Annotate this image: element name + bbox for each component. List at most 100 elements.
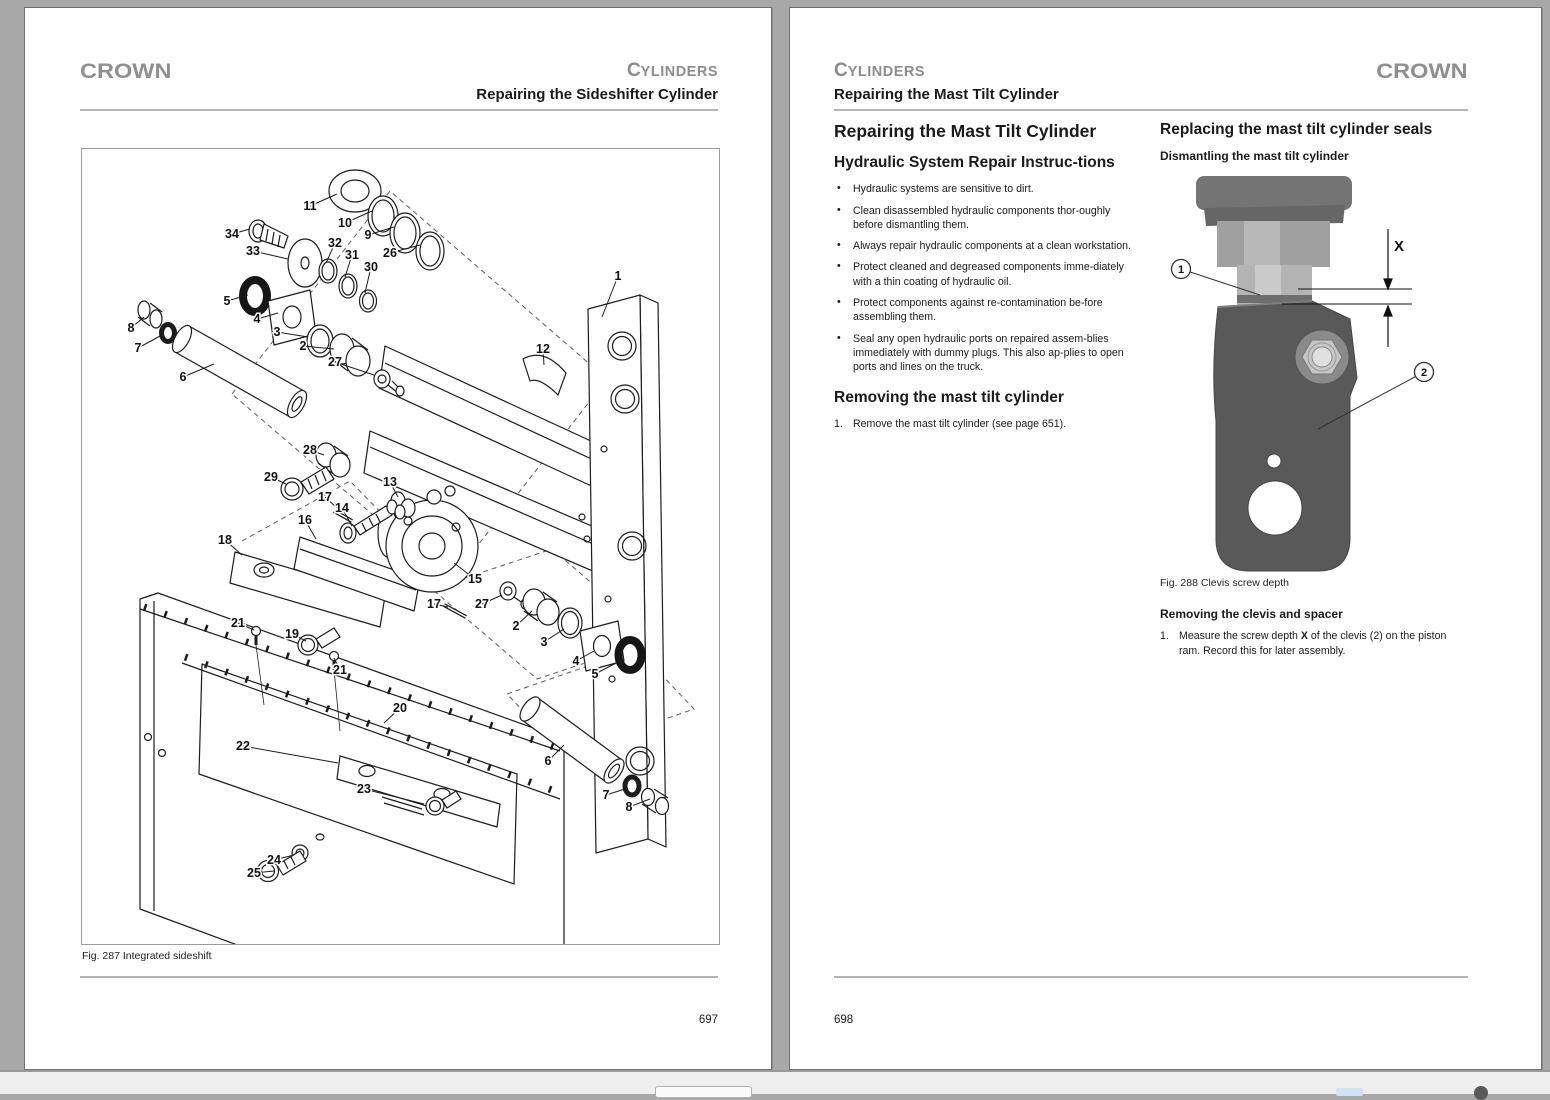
callout-number: 28 xyxy=(303,443,317,457)
callout-number: 34 xyxy=(225,227,239,241)
page-number: 698 xyxy=(834,1014,854,1026)
callout-number: 12 xyxy=(536,342,550,356)
callout-number: 7 xyxy=(135,341,142,355)
bullet-item: Hydraulic systems are sensitive to dirt. xyxy=(834,181,1140,196)
bullet-item: Seal any open hydraulic ports on repaire… xyxy=(834,331,1140,375)
callout-number: 13 xyxy=(383,475,397,489)
heading-removing-clevis: Removing the clevis and spacer xyxy=(1160,607,1343,622)
page-title: Repairing the Mast Tilt Cylinder xyxy=(834,86,1059,103)
callout-number: 7 xyxy=(603,788,610,802)
page-number: 697 xyxy=(698,1014,718,1026)
callout-number: 21 xyxy=(333,663,347,677)
step-text: Remove the mast tilt cylinder (see page … xyxy=(853,417,1067,430)
callout-number: 17 xyxy=(427,597,441,611)
callout-number: 32 xyxy=(328,236,342,250)
section-header: CYLINDERS xyxy=(627,60,718,82)
callout-number: 27 xyxy=(475,597,489,611)
callout-number: 4 xyxy=(254,312,261,326)
heading-dismantling: Dismantling the mast tilt cylinder xyxy=(1160,149,1349,164)
callout-number: 21 xyxy=(231,616,245,630)
callout-number: 22 xyxy=(236,739,250,753)
callout-number: 1 xyxy=(615,269,622,283)
crown-logo: CROWN xyxy=(80,60,172,83)
callout-number: 4 xyxy=(573,654,580,668)
callout-number: 15 xyxy=(468,572,482,586)
callout-number: 19 xyxy=(285,627,299,641)
selection-hint[interactable] xyxy=(1336,1088,1363,1096)
section-header: CYLINDERS xyxy=(834,60,925,82)
callout-number: 27 xyxy=(328,355,342,369)
figure-288-callouts: 12 xyxy=(1170,259,1435,430)
callout-number: 3 xyxy=(541,635,548,649)
section-rest: YLINDERS xyxy=(640,64,718,80)
callout-number: 18 xyxy=(218,533,232,547)
callout-number: 17 xyxy=(318,490,332,504)
callout-number: 3 xyxy=(274,325,281,339)
manual-page-right: CYLINDERS Repairing the Mast Tilt Cylind… xyxy=(789,7,1542,1070)
footer-rule xyxy=(80,976,718,978)
section-rest: YLINDERS xyxy=(847,64,926,80)
callout-number: 2 xyxy=(300,339,307,353)
callout-number: 11 xyxy=(303,199,316,213)
heading-repairing-mast-tilt: Repairing the Mast Tilt Cylinder xyxy=(834,121,1097,141)
page-indicator-box[interactable] xyxy=(655,1086,752,1098)
section-initial: C xyxy=(834,60,848,81)
figure-288-caption: Fig. 288 Clevis screw depth xyxy=(1160,577,1289,590)
figure-287-caption: Fig. 287 Integrated sideshift xyxy=(82,950,212,962)
callout-number: 6 xyxy=(545,754,552,768)
callout-number: 9 xyxy=(365,228,372,242)
callout-number: 14 xyxy=(335,501,349,515)
bullet-item: Protect components against re-contaminat… xyxy=(834,295,1140,325)
step-number: 1. xyxy=(1160,630,1169,643)
bullet-item: Protect cleaned and degreased components… xyxy=(834,259,1140,289)
viewer-bottom-bar xyxy=(0,1070,1550,1100)
header-rule xyxy=(80,109,718,111)
heading-hydraulic-repair-instructions: Hydraulic System Repair Instruc-tions xyxy=(834,154,1115,171)
text-column-right: Replacing the mast tilt cylinder seals D… xyxy=(1160,121,1469,658)
exploded-diagram: 1111092634333231305432278761228291317141… xyxy=(126,169,695,944)
header-rule xyxy=(834,109,1468,111)
section-initial: C xyxy=(626,60,641,81)
step-text: Measure the screw depth X of the clevis … xyxy=(1179,630,1447,657)
heading-removing-mast-tilt: Removing the mast tilt cylinder xyxy=(834,388,1064,406)
callout-number: 23 xyxy=(357,782,371,796)
callout-number: 1 xyxy=(1178,264,1184,276)
step-measure-depth: 1. Measure the screw depth X of the clev… xyxy=(1160,629,1469,658)
callout-number: 24 xyxy=(267,853,281,867)
heading-replacing-seals: Replacing the mast tilt cylinder seals xyxy=(1160,121,1433,138)
callout-number: 2 xyxy=(513,619,520,633)
clevis-render: X 12 xyxy=(1170,176,1435,572)
callout-number: 6 xyxy=(180,370,187,384)
callout-number: 26 xyxy=(383,246,397,260)
dimension-label-x: X xyxy=(1394,238,1404,255)
callout-number: 20 xyxy=(393,701,407,715)
step-number: 1. xyxy=(834,417,843,430)
callout-number: 8 xyxy=(128,321,135,335)
bullet-item: Always repair hydraulic components at a … xyxy=(834,238,1140,253)
callout-number: 33 xyxy=(246,244,260,258)
repair-instructions-list: Hydraulic systems are sensitive to dirt.… xyxy=(834,181,1140,375)
callout-number: 31 xyxy=(345,248,359,262)
callout-circle xyxy=(1413,362,1435,383)
footer-rule xyxy=(834,976,1468,978)
callout-circle xyxy=(1170,259,1192,280)
crown-logo: CROWN xyxy=(1376,60,1468,83)
step-remove-cylinder: 1. Remove the mast tilt cylinder (see pa… xyxy=(834,417,1140,431)
callout-number: 16 xyxy=(298,513,312,527)
tool-button[interactable] xyxy=(1474,1086,1488,1100)
callout-number: 29 xyxy=(264,470,278,484)
callout-number: 2 xyxy=(1421,367,1427,379)
bullet-item: Clean disassembled hydraulic components … xyxy=(834,203,1140,233)
callout-number: 10 xyxy=(338,216,352,230)
dimension-ref: X xyxy=(1300,630,1308,643)
callout-number: 25 xyxy=(247,866,261,880)
callout-number: 30 xyxy=(364,260,378,274)
page-title: Repairing the Sideshifter Cylinder xyxy=(476,86,718,103)
callout-number: 5 xyxy=(592,667,599,681)
callout-number: 5 xyxy=(224,294,231,308)
callout-number: 8 xyxy=(626,800,633,814)
text-column-left: Repairing the Mast Tilt Cylinder Hydraul… xyxy=(834,121,1140,431)
